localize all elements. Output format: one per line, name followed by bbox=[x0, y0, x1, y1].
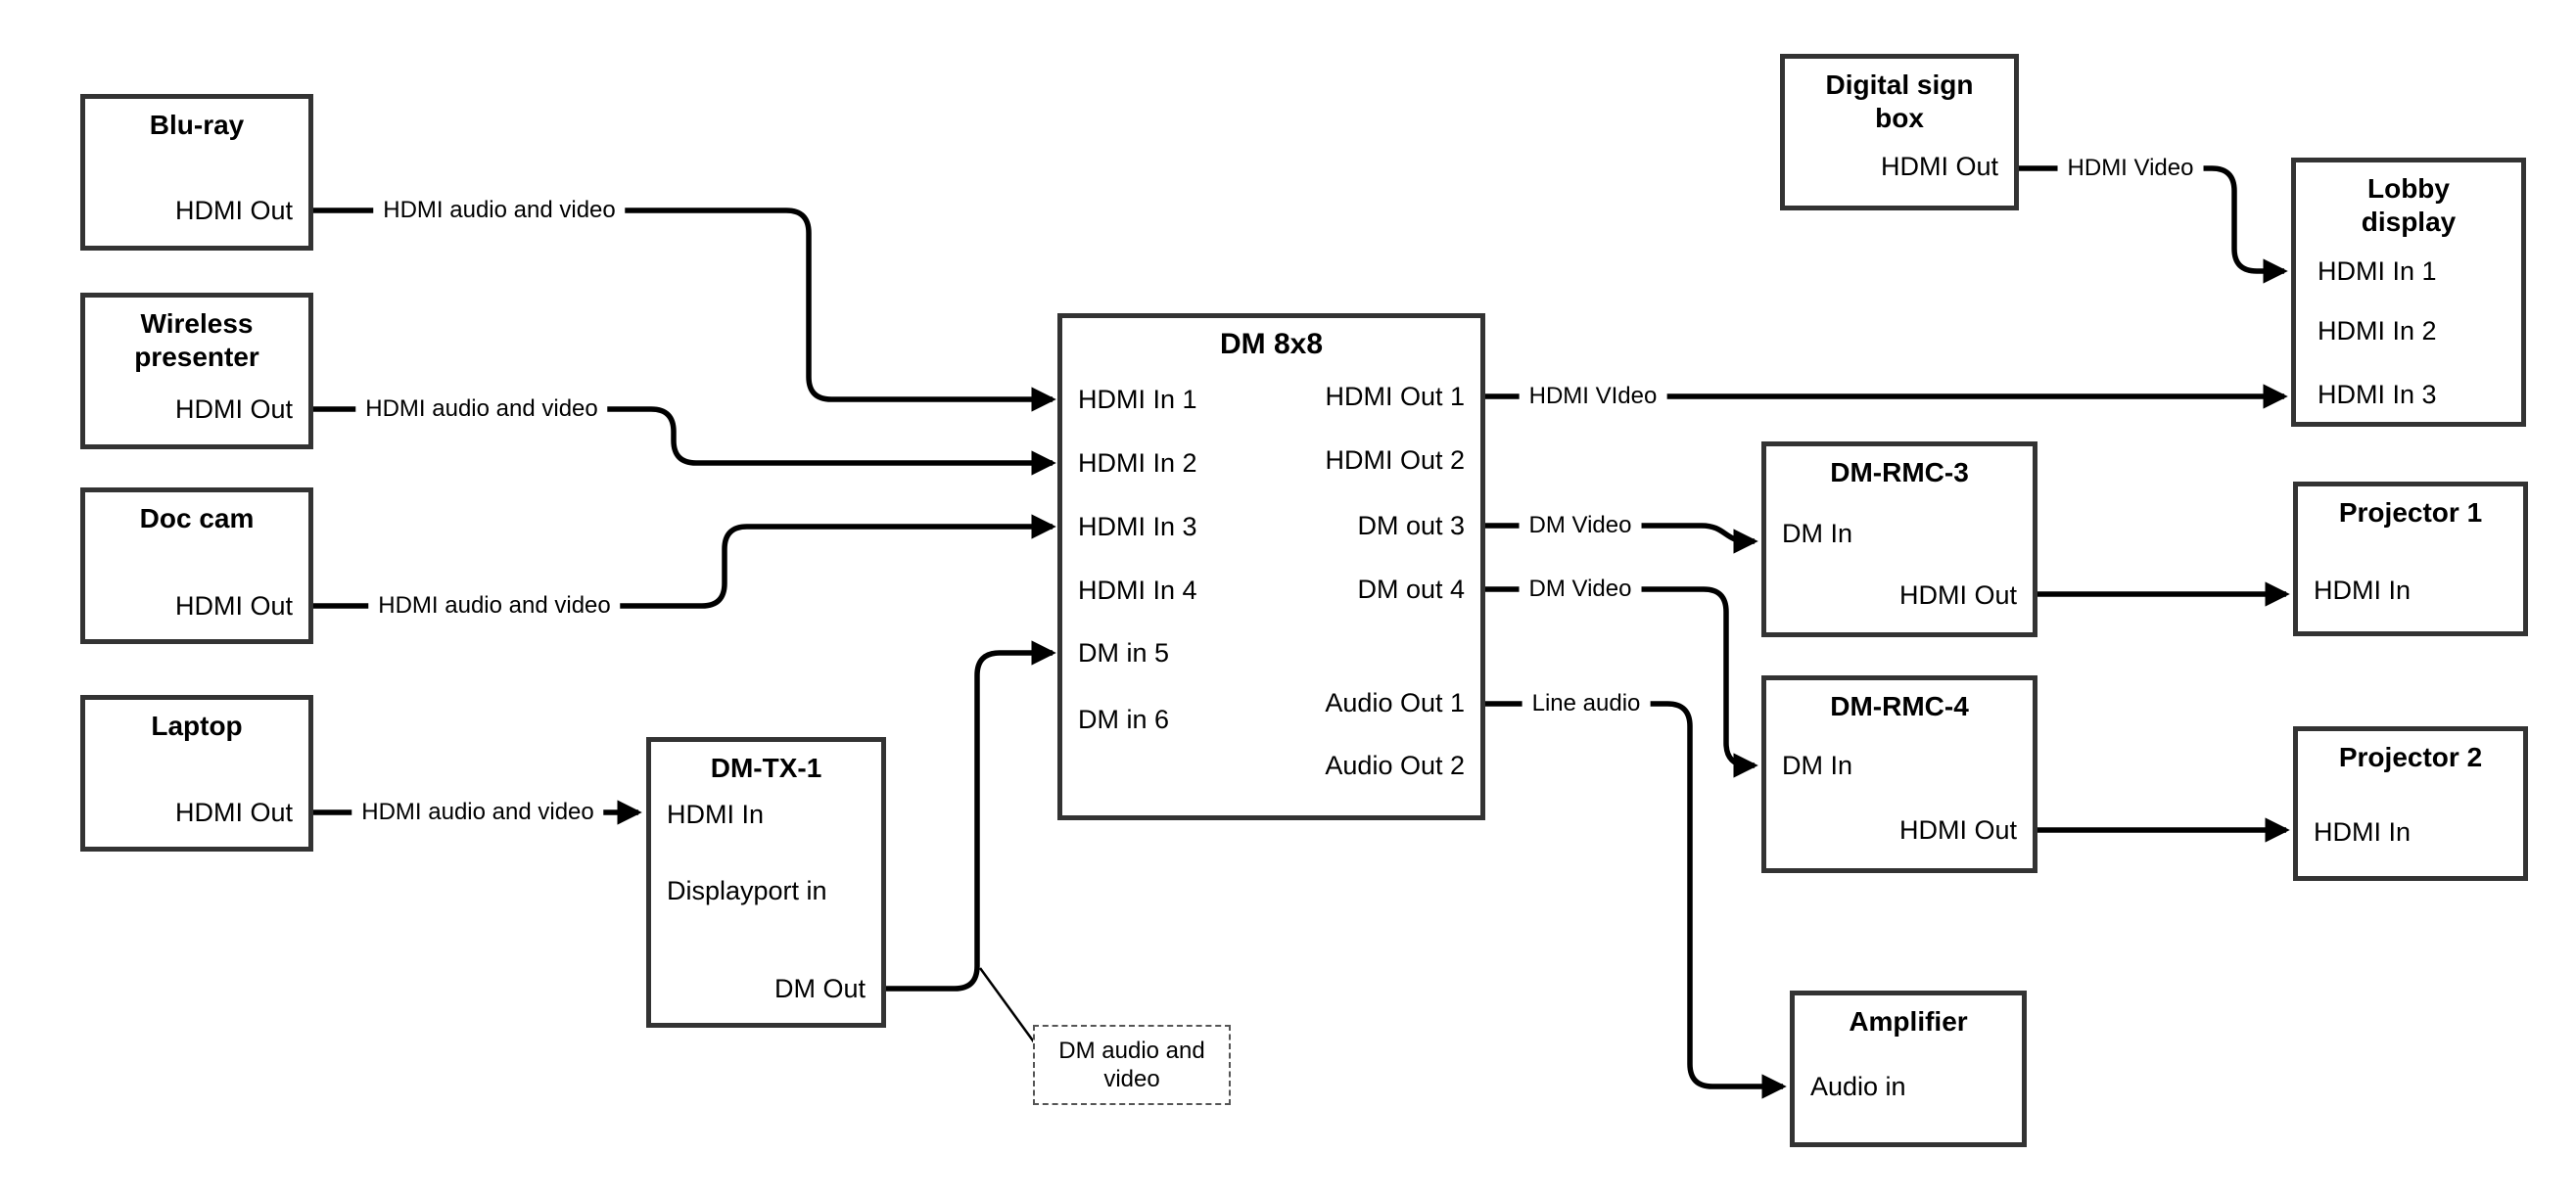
port-dm-out-3: DM out 3 bbox=[1357, 511, 1465, 540]
edge-label-hdmi-video-out1: HDMI VIdeo bbox=[1519, 382, 1667, 411]
port-hdmi-in: HDMI In bbox=[2314, 576, 2412, 605]
node-wireless-presenter[interactable]: Wireless presenter HDMI Out bbox=[80, 293, 313, 449]
edge-dm8x8-out3-to-dmrmc3 bbox=[1485, 523, 1758, 554]
edge-label-hdmi-video-digisign: HDMI Video bbox=[2057, 154, 2204, 183]
node-amplifier[interactable]: Amplifier Audio in bbox=[1790, 991, 2027, 1147]
edge-label-line-audio: Line audio bbox=[1522, 689, 1651, 718]
port-hdmi-out-1: HDMI Out 1 bbox=[1325, 382, 1465, 411]
port-dm-out-4: DM out 4 bbox=[1357, 575, 1465, 604]
port-dm-in-6: DM in 6 bbox=[1078, 705, 1170, 734]
node-title: Lobby display bbox=[2361, 173, 2457, 237]
port-hdmi-out: HDMI Out bbox=[174, 196, 293, 225]
node-projector-2[interactable]: Projector 2 HDMI In bbox=[2293, 726, 2528, 881]
node-title: Projector 1 bbox=[2338, 497, 2483, 528]
port-audio-in: Audio in bbox=[1810, 1072, 1906, 1101]
port-hdmi-out: HDMI Out bbox=[1898, 815, 2017, 845]
port-hdmi-in-3: HDMI In 3 bbox=[1078, 512, 1197, 541]
port-hdmi-in-2: HDMI In 2 bbox=[2318, 316, 2437, 346]
port-hdmi-in-4: HDMI In 4 bbox=[1078, 576, 1197, 605]
node-title: DM-RMC-3 bbox=[1830, 457, 1969, 487]
port-dm-in-5: DM in 5 bbox=[1078, 638, 1170, 668]
port-hdmi-out: HDMI Out bbox=[174, 394, 293, 424]
node-title: Doc cam bbox=[139, 503, 255, 533]
node-lobby-display[interactable]: Lobby display HDMI In 1 HDMI In 2 HDMI I… bbox=[2291, 158, 2526, 427]
port-hdmi-in: HDMI In bbox=[667, 800, 765, 829]
node-title: Laptop bbox=[151, 711, 243, 741]
edge-wireless-to-dm8x8-in2 bbox=[313, 406, 1056, 476]
node-title: Wireless presenter bbox=[134, 308, 259, 372]
edge-dmtx1-to-dm8x8-in5 bbox=[886, 640, 1056, 992]
port-hdmi-in-2: HDMI In 2 bbox=[1078, 448, 1197, 478]
edge-label-hdmi-audio-video-2: HDMI audio and video bbox=[355, 394, 608, 424]
node-bluray[interactable]: Blu-ray HDMI Out bbox=[80, 94, 313, 251]
node-dm-rmc-4[interactable]: DM-RMC-4 DM In HDMI Out bbox=[1761, 675, 2037, 873]
port-dm-in: DM In bbox=[1782, 519, 1853, 548]
edge-label-hdmi-audio-video-1: HDMI audio and video bbox=[373, 196, 626, 225]
edge-label-dm-video-2: DM Video bbox=[1519, 575, 1642, 604]
port-hdmi-in-1: HDMI In 1 bbox=[1078, 385, 1197, 414]
port-dm-out: DM Out bbox=[773, 974, 866, 1003]
port-hdmi-out: HDMI Out bbox=[1898, 580, 2017, 610]
node-dm-tx-1[interactable]: DM-TX-1 HDMI In Displayport in DM Out bbox=[646, 737, 886, 1028]
node-dm-rmc-3[interactable]: DM-RMC-3 DM In HDMI Out bbox=[1761, 441, 2037, 637]
port-audio-out-1: Audio Out 1 bbox=[1325, 688, 1465, 717]
port-hdmi-out: HDMI Out bbox=[174, 591, 293, 621]
edge-label-hdmi-audio-video-4: HDMI audio and video bbox=[351, 798, 604, 827]
node-title: Amplifier bbox=[1849, 1006, 1968, 1037]
port-audio-out-2: Audio Out 2 bbox=[1325, 751, 1465, 780]
port-hdmi-out: HDMI Out bbox=[1880, 152, 1998, 181]
edge-doccam-to-dm8x8-in3 bbox=[313, 514, 1056, 609]
edge-dm8x8-aout1-to-amp bbox=[1485, 701, 1787, 1099]
edge-dm8x8-out4-to-dmrmc4 bbox=[1485, 586, 1758, 778]
port-hdmi-out-2: HDMI Out 2 bbox=[1325, 445, 1465, 475]
port-dm-in: DM In bbox=[1782, 751, 1853, 780]
node-laptop[interactable]: Laptop HDMI Out bbox=[80, 695, 313, 852]
node-title: Digital sign box bbox=[1825, 69, 1974, 133]
port-hdmi-in-1: HDMI In 1 bbox=[2318, 256, 2437, 286]
node-title: DM-TX-1 bbox=[710, 753, 822, 783]
node-title: Projector 2 bbox=[2338, 742, 2483, 772]
node-projector-1[interactable]: Projector 1 HDMI In bbox=[2293, 482, 2528, 636]
edge-label-hdmi-audio-video-3: HDMI audio and video bbox=[368, 591, 621, 621]
node-digital-sign-box[interactable]: Digital sign box HDMI Out bbox=[1780, 54, 2019, 210]
node-title: DM 8x8 bbox=[1219, 328, 1324, 360]
port-hdmi-in-3: HDMI In 3 bbox=[2318, 380, 2437, 409]
node-doc-cam[interactable]: Doc cam HDMI Out bbox=[80, 487, 313, 644]
port-hdmi-out: HDMI Out bbox=[174, 798, 293, 827]
edge-bluray-to-dm8x8-in1 bbox=[313, 208, 1056, 412]
edge-label-dm-video-1: DM Video bbox=[1519, 511, 1642, 540]
node-title: DM-RMC-4 bbox=[1830, 691, 1969, 721]
port-displayport-in: Displayport in bbox=[667, 876, 827, 905]
annotation-dm-audio-and-video: DM audio and video bbox=[1033, 1025, 1231, 1105]
note-leader-line bbox=[978, 967, 1037, 1044]
port-hdmi-in: HDMI In bbox=[2314, 817, 2412, 847]
node-title: Blu-ray bbox=[149, 110, 245, 140]
edge-digisign-to-lobby-in1 bbox=[2019, 165, 2288, 284]
node-dm-8x8[interactable]: DM 8x8 HDMI In 1 HDMI In 2 HDMI In 3 HDM… bbox=[1057, 313, 1485, 820]
